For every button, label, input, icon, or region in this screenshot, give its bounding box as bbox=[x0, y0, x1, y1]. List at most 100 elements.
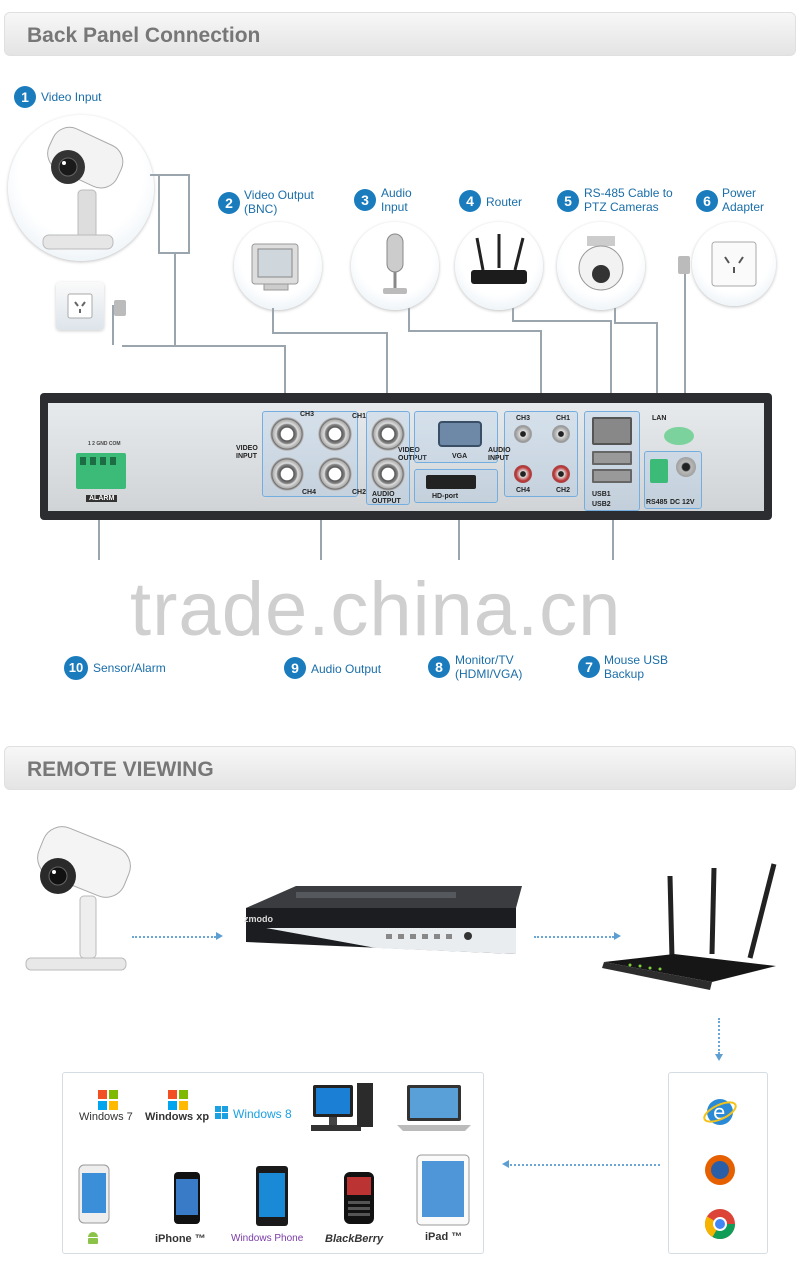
usb1-label: USB1 bbox=[592, 491, 611, 498]
section-title: Back Panel Connection bbox=[27, 24, 261, 47]
os-windows8: Windows 8 bbox=[233, 1107, 292, 1121]
step-badge-9: 9 bbox=[284, 657, 306, 679]
audio-input-label: AUDIO INPUT bbox=[488, 447, 511, 462]
video-output-label: VIDEO OUTPUT bbox=[398, 447, 427, 462]
section-banner-back-panel: Back Panel Connection bbox=[4, 12, 796, 56]
vga-label: VGA bbox=[452, 453, 468, 460]
ch4-label: CH4 bbox=[302, 489, 317, 496]
audio-ch1-label: CH1 bbox=[556, 415, 571, 422]
bullet-camera-icon bbox=[25, 826, 131, 971]
watermark: trade.china.cn bbox=[130, 567, 622, 652]
section-banner-remote-viewing: REMOTE VIEWING bbox=[4, 746, 796, 790]
usb2-port[interactable] bbox=[592, 469, 632, 483]
alarm-label: ALARM bbox=[86, 495, 118, 502]
ch2-label: CH2 bbox=[352, 489, 367, 496]
lan-label: LAN bbox=[652, 415, 667, 422]
hd-port-label: HD-port bbox=[432, 493, 459, 500]
os-windowsxp: Windows xp bbox=[145, 1111, 210, 1123]
adapter-plug-icon bbox=[114, 300, 126, 316]
rs485-label: RS485 bbox=[646, 499, 668, 506]
label-sensor-alarm: Sensor/Alarm bbox=[93, 661, 166, 675]
step-badge-4: 4 bbox=[459, 190, 481, 212]
label-video-output: Video Output (BNC) bbox=[244, 188, 314, 216]
vga-port[interactable] bbox=[438, 421, 482, 447]
label-audio-input: Audio Input bbox=[381, 186, 412, 214]
dvr-brand: zmodo bbox=[244, 914, 273, 924]
label-monitor-tv: Monitor/TV (HDMI/VGA) bbox=[455, 653, 523, 681]
blackberry-icon bbox=[344, 1172, 374, 1224]
rca-audio-ch2[interactable] bbox=[552, 465, 570, 483]
chrome-icon bbox=[704, 1209, 735, 1240]
usb2-label: USB2 bbox=[592, 501, 611, 508]
cert-sticker bbox=[664, 427, 694, 445]
camera-icon bbox=[42, 126, 124, 250]
power-outlet-icon bbox=[67, 293, 93, 319]
rca-audio-ch1[interactable] bbox=[552, 425, 570, 443]
label-video-input: Video Input bbox=[41, 90, 102, 104]
label-audio-output: Audio Output bbox=[311, 662, 382, 676]
step-badge-1: 1 bbox=[14, 86, 36, 108]
bnc-port-ch2[interactable] bbox=[318, 457, 352, 491]
monitor-icon bbox=[251, 243, 299, 291]
step-badge-3: 3 bbox=[354, 189, 376, 211]
desktop-computer-icon bbox=[311, 1083, 373, 1131]
alarm-pin-labels: 1 2 GND COM bbox=[88, 441, 121, 447]
label-power-adapter: Power Adapter bbox=[722, 186, 765, 214]
ipad-icon bbox=[416, 1154, 470, 1226]
os-blackberry: BlackBerry bbox=[325, 1233, 384, 1245]
microphone-icon bbox=[383, 233, 407, 294]
rs485-terminal[interactable] bbox=[650, 459, 668, 483]
rca-audio-ch4[interactable] bbox=[514, 465, 532, 483]
camera-circle bbox=[8, 115, 154, 261]
os-ipad: iPad ™ bbox=[425, 1231, 463, 1243]
bnc-port-ch4[interactable] bbox=[270, 457, 304, 491]
router-icon bbox=[471, 234, 527, 284]
router-image bbox=[600, 858, 780, 998]
step-badge-7: 7 bbox=[578, 656, 600, 678]
usb1-port[interactable] bbox=[592, 451, 632, 465]
browser-card: e bbox=[668, 1072, 768, 1254]
step-badge-6: 6 bbox=[696, 190, 718, 212]
bnc-audio-output[interactable] bbox=[371, 457, 405, 491]
lan-port[interactable] bbox=[592, 417, 632, 445]
power-outlet-icon bbox=[711, 241, 757, 287]
windows-logo-icon bbox=[98, 1090, 118, 1110]
alarm-terminal[interactable] bbox=[76, 453, 126, 489]
firefox-icon bbox=[705, 1155, 735, 1185]
os-iphone: iPhone ™ bbox=[155, 1233, 206, 1245]
android-phone-icon bbox=[78, 1164, 110, 1224]
outlet-small bbox=[56, 282, 104, 330]
hdmi-port[interactable] bbox=[426, 475, 476, 489]
ptz-camera-icon bbox=[578, 236, 624, 291]
laptop-icon bbox=[397, 1085, 471, 1131]
iphone-icon bbox=[174, 1172, 200, 1224]
dc-power-jack[interactable] bbox=[676, 457, 696, 477]
bnc-port-ch1[interactable] bbox=[318, 417, 352, 451]
dvr-device-icon bbox=[246, 886, 522, 954]
internet-explorer-icon: e bbox=[703, 1099, 737, 1125]
step-badge-2: 2 bbox=[218, 192, 240, 214]
rca-audio-ch3[interactable] bbox=[514, 425, 532, 443]
section-title: REMOTE VIEWING bbox=[27, 758, 214, 781]
step-badge-5: 5 bbox=[557, 190, 579, 212]
step-badge-10: 10 bbox=[64, 656, 88, 680]
audio-ch4-label: CH4 bbox=[516, 487, 531, 494]
camera-image bbox=[18, 826, 138, 976]
bnc-port-ch3[interactable] bbox=[270, 417, 304, 451]
dvr-back-panel: 1 2 GND COM ALARM VIDEO INPUT CH3 CH1 CH… bbox=[40, 393, 772, 520]
os-windows7: Windows 7 bbox=[79, 1111, 133, 1123]
android-logo-icon bbox=[88, 1232, 98, 1244]
label-rs485: RS-485 Cable to PTZ Cameras bbox=[584, 186, 673, 214]
microphone-circle bbox=[351, 222, 439, 310]
adapter-plug-icon bbox=[678, 256, 690, 274]
audio-ch3-label: CH3 bbox=[516, 415, 531, 422]
ch1-label: CH1 bbox=[352, 413, 367, 420]
label-mouse-usb: Mouse USB Backup bbox=[604, 653, 669, 681]
ptz-camera-circle bbox=[557, 222, 645, 310]
router-circle bbox=[455, 222, 543, 310]
video-input-label: VIDEO INPUT bbox=[236, 445, 258, 460]
bnc-video-output[interactable] bbox=[371, 417, 405, 451]
wireless-router-icon bbox=[602, 863, 777, 990]
monitor-circle bbox=[234, 222, 322, 310]
os-windows-phone: Windows Phone bbox=[231, 1233, 304, 1244]
